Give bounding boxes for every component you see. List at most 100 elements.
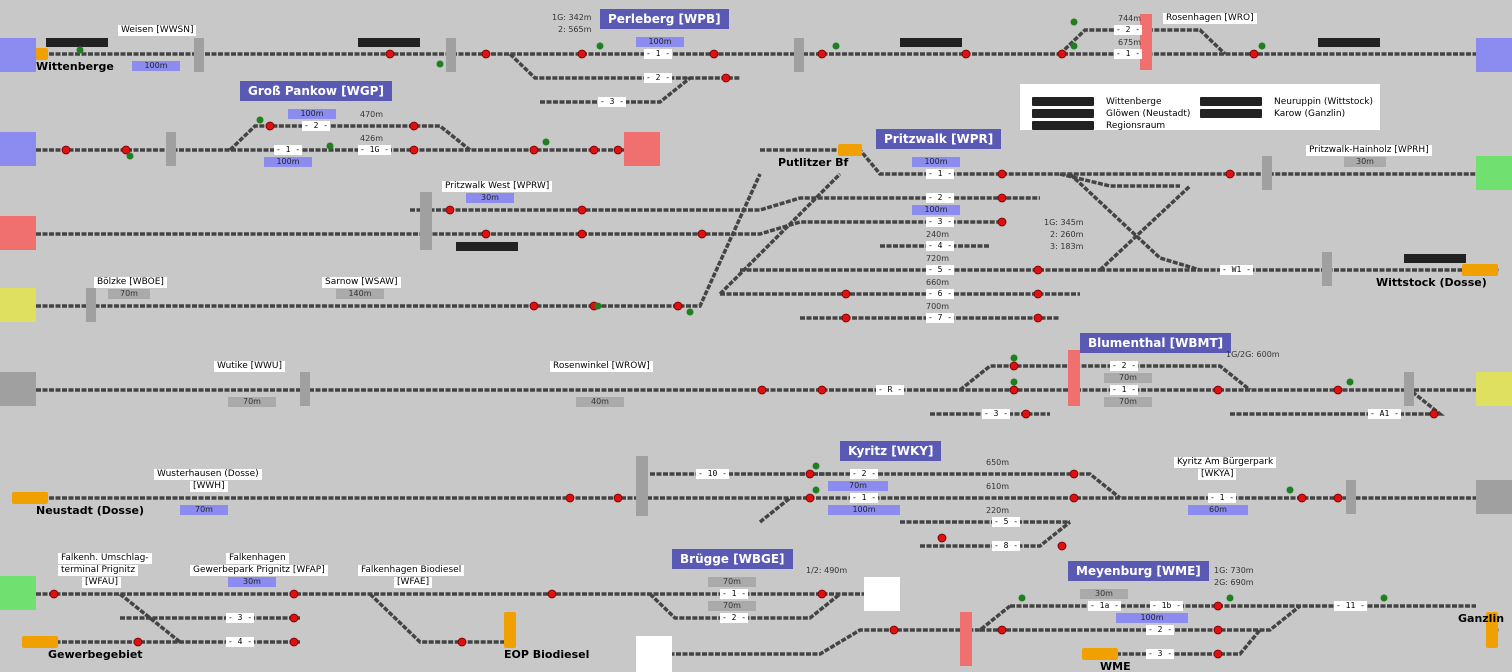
signal-red[interactable] [1333, 385, 1343, 395]
signal-green[interactable] [1070, 42, 1078, 50]
signal-green[interactable] [594, 302, 602, 310]
signal-red[interactable] [61, 145, 71, 155]
signal-red[interactable] [1009, 361, 1019, 371]
signal-red[interactable] [805, 493, 815, 503]
signal-green[interactable] [256, 116, 264, 124]
signal-red[interactable] [385, 49, 395, 59]
exit-left-boelzke[interactable] [0, 288, 36, 322]
exit-right-blumenthal[interactable] [1476, 372, 1512, 406]
signal-green[interactable] [126, 152, 134, 160]
signal-red[interactable] [1033, 265, 1043, 275]
station-blumenthal[interactable]: Blumenthal [WBMT] [1080, 333, 1232, 353]
station-kyritz[interactable]: Kyritz [WKY] [840, 441, 942, 461]
station-pritzwalk[interactable]: Pritzwalk [WPR] [876, 129, 1002, 149]
signal-red[interactable] [289, 637, 299, 647]
exit-right-hainholz[interactable] [1476, 156, 1512, 190]
signal-green[interactable] [832, 42, 840, 50]
signal-red[interactable] [121, 145, 131, 155]
signal-red[interactable] [613, 493, 623, 503]
signal-green[interactable] [1286, 486, 1294, 494]
signal-green[interactable] [812, 486, 820, 494]
signal-green[interactable] [1010, 378, 1018, 386]
signal-green[interactable] [76, 46, 84, 54]
signal-red[interactable] [817, 589, 827, 599]
signal-red[interactable] [709, 49, 719, 59]
signal-green[interactable] [1380, 594, 1388, 602]
signal-red[interactable] [577, 205, 587, 215]
station-meyenburg[interactable]: Meyenburg [WME] [1068, 561, 1209, 581]
signal-red[interactable] [529, 301, 539, 311]
signal-red[interactable] [1021, 409, 1031, 419]
signal-red[interactable] [1249, 49, 1259, 59]
signal-red[interactable] [481, 49, 491, 59]
signal-red[interactable] [1213, 601, 1223, 611]
station-perleberg[interactable]: Perleberg [WPB] [600, 9, 729, 29]
signal-red[interactable] [409, 145, 419, 155]
signal-red[interactable] [445, 205, 455, 215]
signal-red[interactable] [1213, 625, 1223, 635]
signal-red[interactable] [133, 637, 143, 647]
signal-red[interactable] [577, 49, 587, 59]
exit-left-wittenberge[interactable] [0, 38, 36, 72]
signal-green[interactable] [542, 138, 550, 146]
signal-red[interactable] [841, 289, 851, 299]
signal-red[interactable] [1033, 313, 1043, 323]
signal-red[interactable] [1057, 541, 1067, 551]
exit-left-bottom[interactable] [0, 576, 36, 610]
exit-right-top[interactable] [1476, 38, 1512, 72]
signal-red[interactable] [481, 229, 491, 239]
signal-red[interactable] [613, 145, 623, 155]
signal-red[interactable] [49, 589, 59, 599]
signal-green[interactable] [1018, 594, 1026, 602]
signal-red[interactable] [1213, 649, 1223, 659]
signal-red[interactable] [457, 637, 467, 647]
exit-left-pritzwalk-west[interactable] [0, 216, 36, 250]
signal-red[interactable] [997, 625, 1007, 635]
signal-red[interactable] [1057, 49, 1067, 59]
signal-red[interactable] [589, 145, 599, 155]
signal-red[interactable] [997, 169, 1007, 179]
signal-green[interactable] [436, 60, 444, 68]
signal-red[interactable] [529, 145, 539, 155]
signal-red[interactable] [757, 385, 767, 395]
signal-green[interactable] [1010, 354, 1018, 362]
signal-red[interactable] [547, 589, 557, 599]
signal-red[interactable] [805, 469, 815, 479]
signal-green[interactable] [1258, 42, 1266, 50]
signal-green[interactable] [596, 42, 604, 50]
signal-red[interactable] [817, 385, 827, 395]
station-grosspankow[interactable]: Groß Pankow [WGP] [240, 81, 392, 101]
signal-red[interactable] [1069, 469, 1079, 479]
signal-red[interactable] [1333, 493, 1343, 503]
signal-green[interactable] [1226, 594, 1234, 602]
signal-red[interactable] [1033, 289, 1043, 299]
exit-left-grosspankow[interactable] [0, 132, 36, 166]
signal-red[interactable] [577, 229, 587, 239]
signal-red[interactable] [265, 121, 275, 131]
exit-right-kyritz[interactable] [1476, 480, 1512, 514]
signal-green[interactable] [1070, 18, 1078, 26]
signal-red[interactable] [409, 121, 419, 131]
signal-red[interactable] [889, 625, 899, 635]
signal-red[interactable] [565, 493, 575, 503]
signal-red[interactable] [937, 533, 947, 543]
signal-red[interactable] [697, 229, 707, 239]
signal-red[interactable] [673, 301, 683, 311]
signal-red[interactable] [721, 73, 731, 83]
signal-red[interactable] [289, 589, 299, 599]
exit-grosspankow-right[interactable] [624, 132, 660, 166]
signal-red[interactable] [997, 193, 1007, 203]
signal-green[interactable] [326, 142, 334, 150]
signal-red[interactable] [289, 613, 299, 623]
station-bruegge[interactable]: Brügge [WBGE] [672, 549, 793, 569]
signal-red[interactable] [961, 49, 971, 59]
signal-red[interactable] [817, 49, 827, 59]
exit-left-wutike[interactable] [0, 372, 36, 406]
signal-red[interactable] [1225, 169, 1235, 179]
signal-red[interactable] [997, 217, 1007, 227]
signal-red[interactable] [1297, 493, 1307, 503]
signal-green[interactable] [686, 308, 694, 316]
signal-green[interactable] [812, 462, 820, 470]
signal-red[interactable] [1429, 409, 1439, 419]
signal-red[interactable] [841, 313, 851, 323]
